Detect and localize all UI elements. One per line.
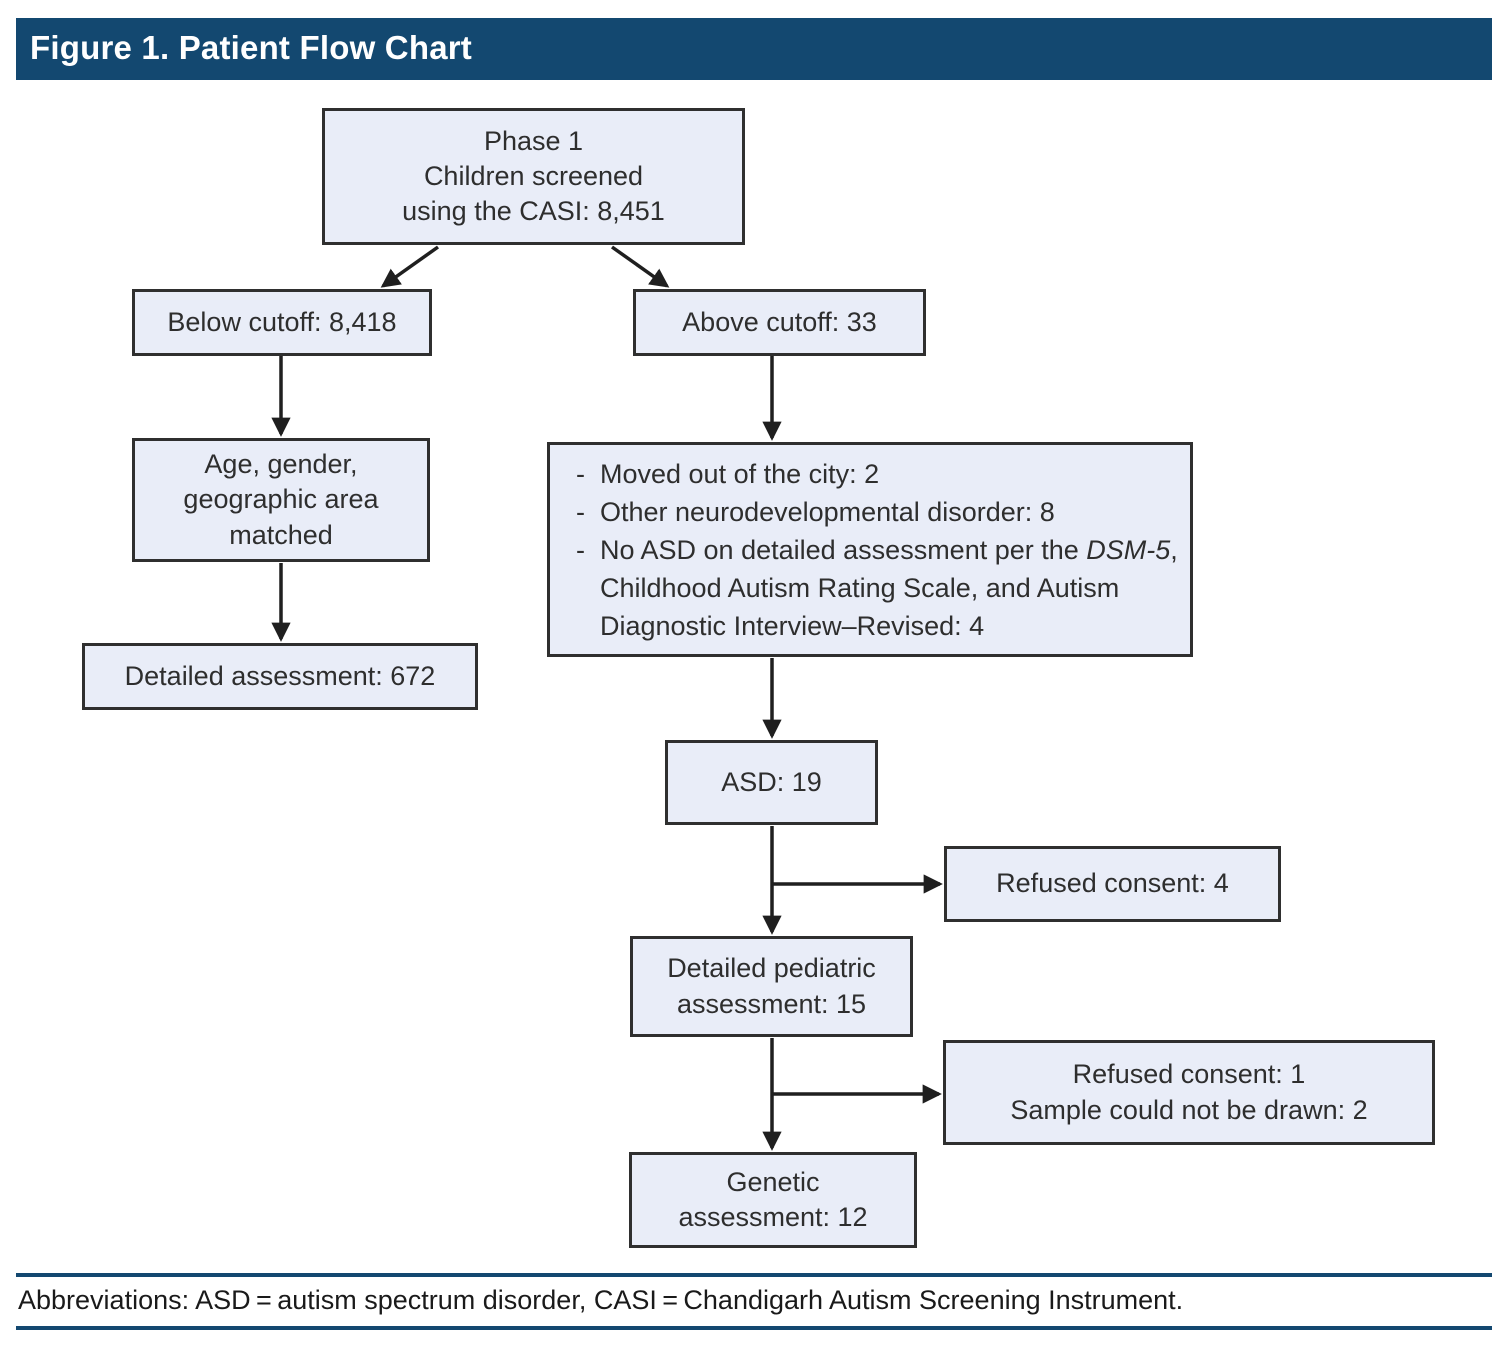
below-cutoff-box: Below cutoff: 8,418 [132, 289, 432, 356]
asd-box: ASD: 19 [665, 740, 878, 825]
exclusion-item: - Moved out of the city: 2 [576, 455, 879, 493]
exclusion-text: Diagnostic Interview–Revised: 4 [600, 610, 985, 641]
phase1-box: Phase 1 Children screened using the CASI… [322, 108, 745, 245]
phase1-line: Phase 1 [483, 125, 584, 156]
arrow-phase1-to-below-cutoff [380, 245, 440, 288]
detailed-assessment-label: Detailed assessment: 672 [124, 660, 436, 691]
exclusion-dash-spacer [576, 569, 600, 607]
exclusions-box: - Moved out of the city: 2 - Other neuro… [547, 442, 1193, 657]
exclusion-item-continuation: Childhood Autism Rating Scale, and Autis… [576, 569, 1119, 607]
footer-rule-bottom [16, 1326, 1492, 1330]
above-cutoff-box: Above cutoff: 33 [633, 289, 926, 356]
exclusion-text-italic: DSM-5 [1086, 534, 1171, 565]
exclusion-text-part: No ASD on detailed assessment per the [600, 534, 1087, 565]
genetic-assessment-line: Genetic [726, 1166, 820, 1197]
exclusion-text-part: , [1170, 534, 1178, 565]
detailed-pediatric-line: assessment: 15 [676, 988, 867, 1019]
exclusion-text: Childhood Autism Rating Scale, and Autis… [600, 572, 1120, 603]
age-matched-line: geographic area [183, 484, 379, 515]
refused-sample-line: Refused consent: 1 [1072, 1059, 1306, 1090]
age-matched-box: Age, gender, geographic area matched [132, 438, 430, 562]
refused-sample-line: Sample could not be drawn: 2 [1010, 1094, 1368, 1125]
arrow-phase1-to-above-cutoff [610, 245, 670, 288]
refused-consent-4-box: Refused consent: 4 [944, 846, 1281, 922]
figure-title: Figure 1. Patient Flow Chart [30, 29, 472, 66]
exclusion-text: Moved out of the city: 2 [600, 458, 880, 489]
asd-label: ASD: 19 [721, 766, 822, 797]
phase1-line: Children screened [423, 160, 644, 191]
exclusion-dash: - [576, 496, 585, 527]
exclusion-text: No ASD on detailed assessment per the DS… [600, 531, 1178, 569]
genetic-assessment-box: Genetic assessment: 12 [629, 1152, 917, 1248]
detailed-assessment-box: Detailed assessment: 672 [82, 643, 478, 710]
exclusion-dash: - [576, 534, 585, 565]
age-matched-line: matched [229, 519, 333, 550]
abbreviations-footnote: Abbreviations: ASD = autism spectrum dis… [18, 1285, 1184, 1315]
above-cutoff-label: Above cutoff: 33 [682, 306, 877, 337]
phase1-line: using the CASI: 8,451 [402, 196, 665, 227]
exclusion-item: - No ASD on detailed assessment per the … [576, 531, 1178, 569]
detailed-pediatric-box: Detailed pediatric assessment: 15 [630, 936, 913, 1037]
exclusion-text: Other neurodevelopmental disorder: 8 [600, 496, 1055, 527]
exclusion-item: - Other neurodevelopmental disorder: 8 [576, 493, 1055, 531]
exclusion-dash-spacer [576, 607, 600, 645]
refused-sample-box: Refused consent: 1 Sample could not be d… [943, 1040, 1435, 1145]
exclusion-dash: - [576, 458, 585, 489]
refused-consent-4-label: Refused consent: 4 [996, 868, 1229, 899]
figure-title-bar: Figure 1. Patient Flow Chart [16, 18, 1492, 80]
genetic-assessment-line: assessment: 12 [678, 1202, 868, 1232]
exclusion-item-continuation: Diagnostic Interview–Revised: 4 [576, 607, 984, 645]
footer-rule-top [16, 1273, 1492, 1277]
age-matched-line: Age, gender, [204, 449, 358, 480]
below-cutoff-label: Below cutoff: 8,418 [167, 306, 397, 337]
detailed-pediatric-line: Detailed pediatric [667, 953, 876, 984]
